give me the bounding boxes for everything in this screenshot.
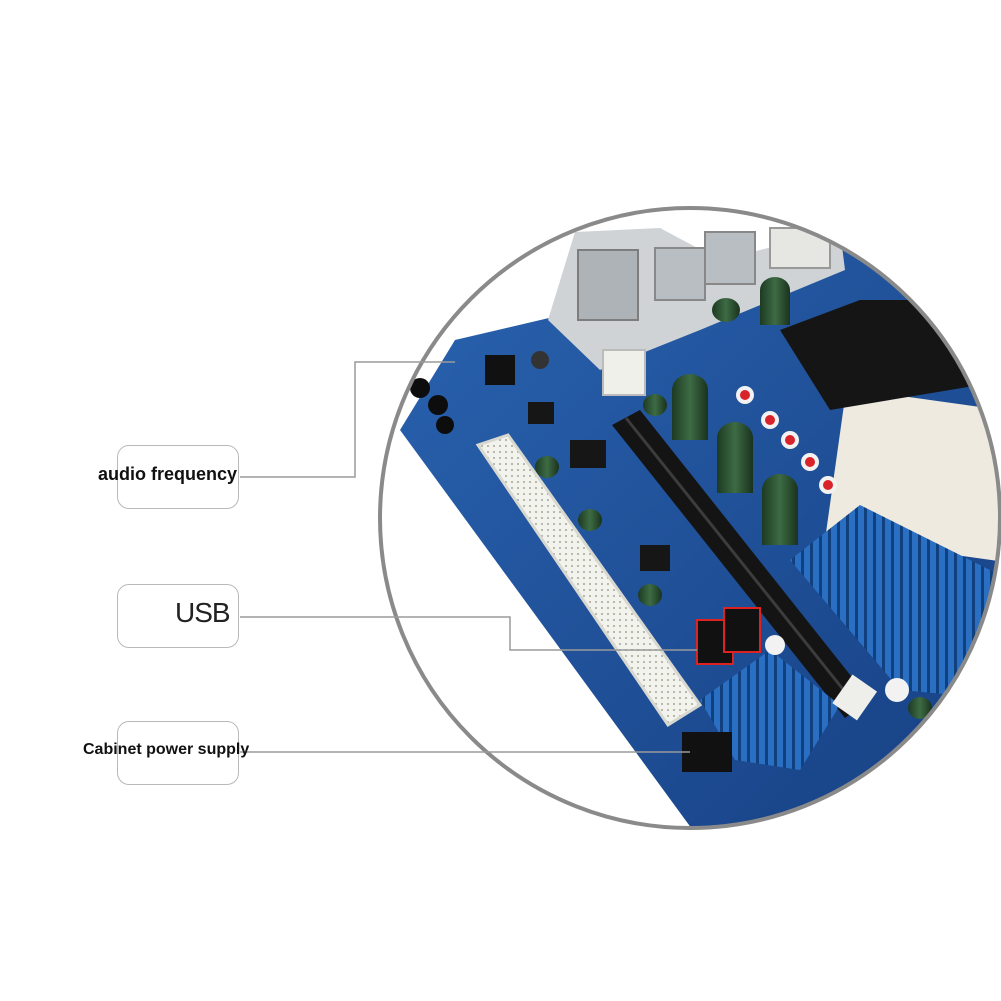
capacitors	[535, 277, 932, 719]
usb-port-rear-1	[654, 247, 706, 301]
ethernet-port	[577, 249, 639, 321]
chip	[640, 545, 670, 571]
callout-box-audio	[117, 445, 239, 509]
callout-lines	[240, 361, 697, 753]
magnifier-lens	[378, 206, 1001, 830]
pci-slot	[475, 433, 703, 728]
front-panel-header	[682, 732, 732, 772]
chip	[528, 402, 554, 424]
southbridge-heatsink	[700, 650, 840, 770]
vrm-components	[736, 386, 837, 494]
callout-label-usb: USB	[175, 597, 231, 628]
chip	[570, 440, 606, 468]
callout-box-usb	[117, 584, 239, 648]
audio-header	[410, 351, 549, 434]
usb-port-rear-2	[704, 231, 756, 285]
motherboard-closeup	[380, 208, 1000, 828]
northbridge-heatsink	[790, 505, 1000, 700]
callout-box-power	[117, 721, 239, 785]
usb-header	[696, 607, 785, 665]
power-connector-4pin	[602, 349, 646, 396]
vga-port	[769, 227, 831, 269]
callout-label-power: Cabinet power supply	[83, 741, 250, 758]
callout-label-audio: audio frequency	[98, 464, 238, 484]
